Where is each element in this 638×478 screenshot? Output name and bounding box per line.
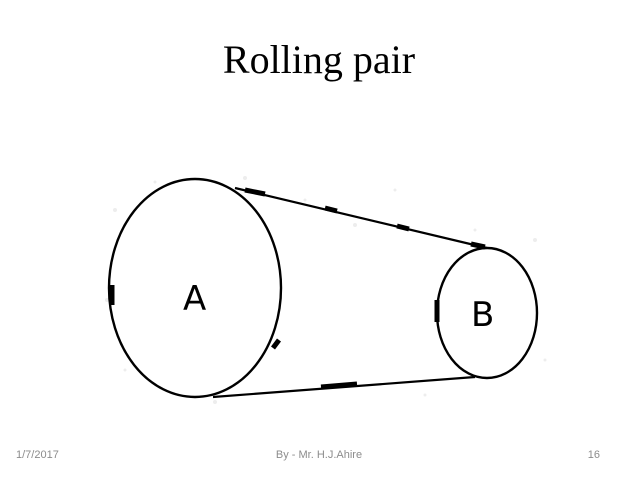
footer-page-number: 16 [587, 449, 600, 461]
footer-author: By - Mr. H.J.Ahire [275, 449, 363, 461]
footer-date: 1/7/2017 [16, 449, 59, 461]
belt-pulley-diagram: A B [105, 176, 547, 404]
belt-top-line [234, 186, 488, 250]
pulley-marks [109, 285, 440, 350]
belt-marks [244, 187, 486, 390]
pulley-b-label: B [471, 295, 494, 335]
pulley-a-circle [107, 177, 283, 399]
slide-title: Rolling pair [222, 37, 416, 82]
pulley-a-label: A [183, 279, 206, 319]
